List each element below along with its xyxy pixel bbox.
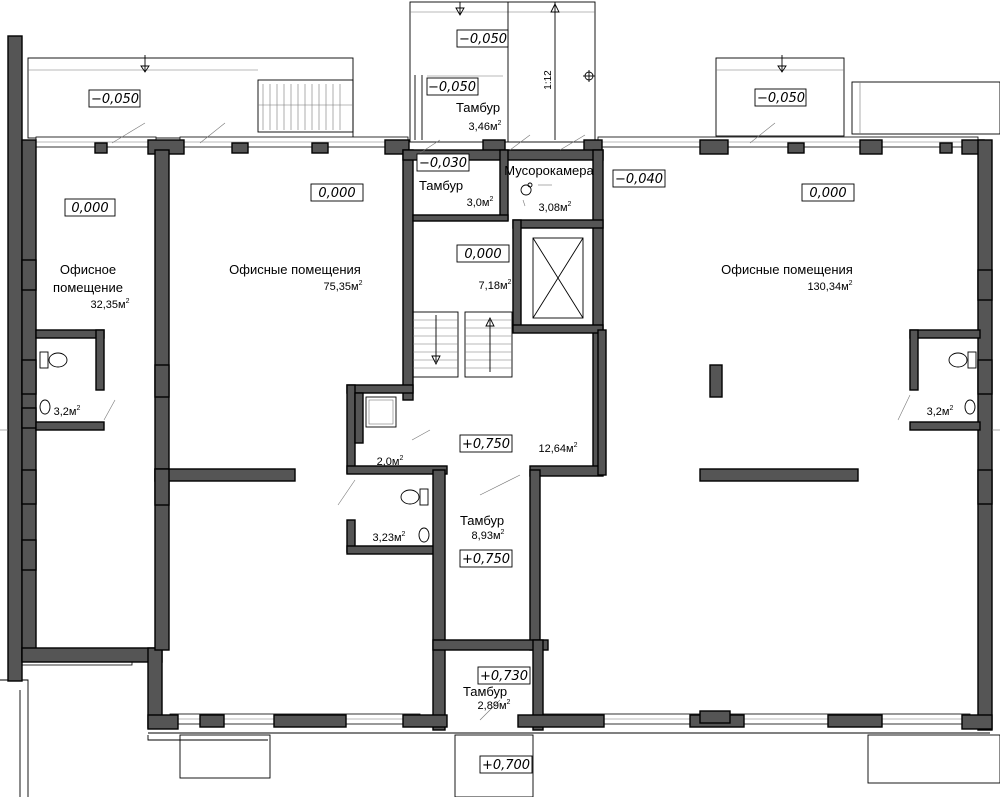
room-name-tambur-mid: Тамбур [460, 513, 504, 528]
level-box-lobby [459, 434, 513, 453]
room-area-garbage: 3,08м2 [539, 201, 572, 214]
room-name-tambur-top: Тамбур [456, 100, 500, 115]
room-area-wc-left: 3,2м2 [54, 405, 81, 418]
level-stair-hall: 0,000 [464, 247, 501, 262]
room-labels: Офисное помещение 32,35м2 Офисные помеще… [53, 70, 953, 712]
room-area-tambur-mid: 8,93м2 [472, 529, 505, 542]
level-box-tambur-bottom [477, 666, 531, 685]
room-area-stair-hall: 7,18м2 [479, 279, 512, 292]
room-area-tambur-top: 3,46м2 [469, 120, 502, 133]
room-area-wc-center: 3,23м2 [373, 531, 406, 544]
level-office-right: 0,000 [809, 186, 846, 201]
level-box-garbage [612, 169, 666, 188]
level-tambur-mid: +0,750 [462, 552, 510, 567]
level-top-entrance: −0,050 [459, 32, 507, 47]
room-area-storage: 2,0м2 [377, 455, 404, 468]
level-left-terrace: −0,050 [91, 92, 139, 107]
room-area-tambur-bottom: 2,89м2 [478, 699, 511, 712]
room-name-garbage: Мусорокамера [504, 163, 594, 178]
level-lobby: +0,750 [462, 437, 510, 452]
ramp-slope-label: 1:12 [543, 70, 554, 90]
level-office-center: 0,000 [318, 186, 355, 201]
level-box-right-terrace [754, 88, 807, 107]
level-garbage: −0,040 [615, 172, 663, 187]
level-box-bottom-entrance [479, 755, 533, 774]
level-box-office-center [310, 183, 364, 202]
level-box-tambur-mid [459, 549, 513, 568]
walls [7, 35, 993, 731]
room-area-office-center: 75,35м2 [324, 280, 363, 293]
level-box-office-left [64, 198, 116, 217]
room-area-office-right: 130,34м2 [807, 280, 852, 293]
level-box-left-terrace [88, 89, 141, 108]
room-name-office-center: Офисные помещения [229, 262, 361, 277]
level-office-left: 0,000 [71, 201, 108, 216]
level-box-tambur-small [416, 153, 470, 172]
level-bottom-entrance: +0,700 [482, 758, 530, 773]
room-name-office-right: Офисные помещения [721, 262, 853, 277]
level-tambur-bottom: +0,730 [480, 669, 528, 684]
interior-details [0, 122, 1000, 721]
level-tambur-top: −0,050 [428, 80, 476, 95]
room-area-tambur-small: 3,0м2 [467, 196, 494, 209]
level-right-terrace: −0,050 [757, 91, 805, 106]
room-name-tambur-small: Тамбур [419, 178, 463, 193]
level-box-office-right [801, 183, 855, 202]
level-box-tambur-top [426, 77, 479, 96]
room-area-office-left: 32,35м2 [91, 298, 130, 311]
room-name-office-left-line1: Офисное [60, 262, 116, 277]
room-area-lobby: 12,64м2 [539, 442, 578, 455]
level-box-top-entrance [456, 29, 509, 48]
level-marks: 0,000 0,000 0,000 −0,050 −0,050 −0,050 −… [64, 29, 855, 774]
level-box-stair-hall [456, 244, 510, 263]
room-name-office-left-line2: помещение [53, 280, 123, 295]
room-area-wc-right: 3,2м2 [927, 405, 954, 418]
room-name-tambur-bottom: Тамбур [463, 684, 507, 699]
level-tambur-small: −0,030 [419, 156, 467, 171]
